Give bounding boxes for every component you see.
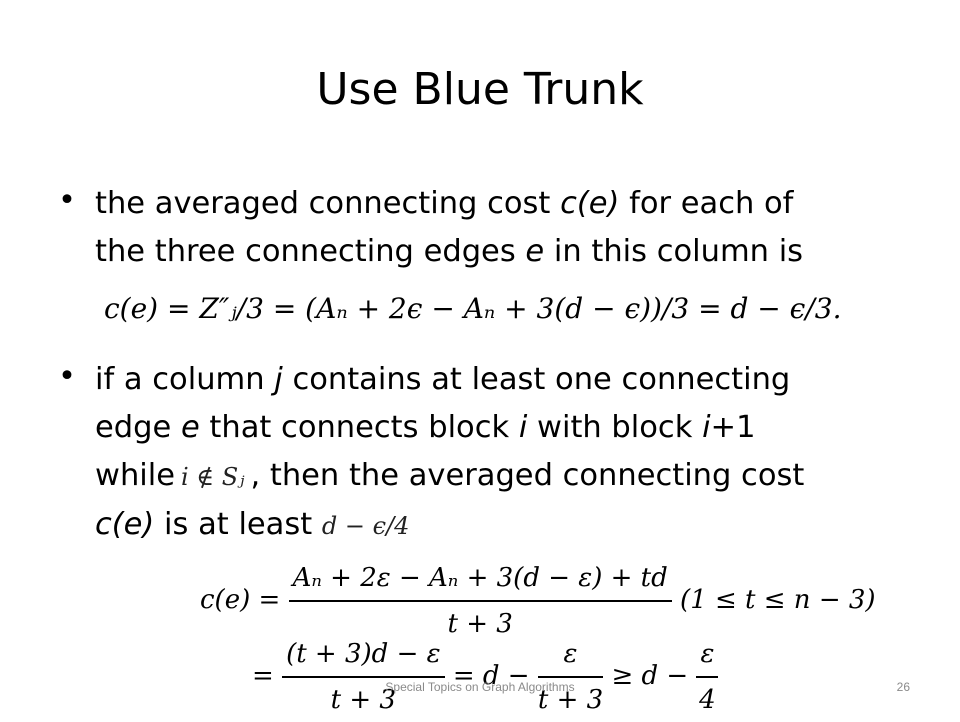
- italic-term: i: [702, 410, 711, 445]
- eq2-fraction: Aₙ + 2ε − Aₙ + 3(d − ε) + td t + 3: [288, 556, 672, 646]
- equation-3: = (t + 3)d − ε t + 3 = d − ε t + 3 ≥ d −…: [252, 632, 719, 722]
- italic-term: c(e): [560, 186, 620, 221]
- equation-1: c(e) = Z″ⱼ/3 = (Aₙ + 2ϵ − Aₙ + 3(d − ϵ))…: [104, 292, 842, 325]
- bullet-2-line-2: edge e that connects block i with block …: [95, 404, 915, 452]
- eq3-numerator-2: ε: [537, 632, 604, 678]
- bullet-2-line-1: if a column j contains at least one conn…: [95, 356, 915, 404]
- text-span: in this column is: [544, 234, 804, 269]
- text-span: for each of: [619, 186, 794, 221]
- eq3-fraction-1: (t + 3)d − ε t + 3: [282, 632, 445, 722]
- eq3-ge: ≥ d −: [611, 661, 689, 691]
- text-span: the three connecting edges: [95, 234, 526, 269]
- eq3-fraction-3: ε 4: [696, 632, 719, 722]
- text-span: +1: [710, 410, 756, 445]
- text-span: is at least: [154, 507, 322, 542]
- bullet-dot: •: [58, 359, 76, 394]
- slide-title: Use Blue Trunk: [316, 64, 644, 115]
- text-span: with block: [527, 410, 703, 445]
- bullet-dot: •: [58, 183, 76, 218]
- text-span: edge: [95, 410, 181, 445]
- text-span: , then the averaged connecting cost: [250, 458, 805, 493]
- eq3-middle: = d −: [452, 661, 530, 691]
- bullet-2-line-4: c(e) is at least d − ϵ/4: [95, 501, 915, 550]
- eq3-denominator-3: 4: [699, 685, 716, 715]
- eq2-numerator: Aₙ + 2ε − Aₙ + 3(d − ε) + td: [288, 556, 672, 602]
- footer-course-title: Special Topics on Graph Algorithms: [385, 680, 575, 694]
- eq3-numerator-1: (t + 3)d − ε: [282, 632, 445, 678]
- text-span: contains at least one connecting: [282, 362, 791, 397]
- bullet-2-text: if a column j contains at least one conn…: [95, 356, 915, 550]
- italic-term: j: [274, 362, 283, 397]
- eq2-lhs: c(e) =: [200, 585, 281, 615]
- eq3-denominator-2: t + 3: [537, 685, 604, 715]
- eq2-condition: (1 ≤ t ≤ n − 3): [680, 585, 876, 615]
- bullet-1-line-1: the averaged connecting cost c(e) for ea…: [95, 180, 915, 228]
- eq3-numerator-3: ε: [696, 632, 719, 678]
- bullet-1-line-2: the three connecting edges e in this col…: [95, 228, 915, 276]
- footer-page-number: 26: [896, 680, 910, 694]
- inline-math-bound: d − ϵ/4: [321, 512, 410, 540]
- bullet-1-text: the averaged connecting cost c(e) for ea…: [95, 180, 915, 276]
- italic-term: c(e): [95, 507, 155, 542]
- text-span: that connects block: [199, 410, 519, 445]
- text-span: while: [95, 458, 175, 493]
- text-span: if a column: [95, 362, 275, 397]
- inline-math-not-in-set: i ∉ Sⱼ: [181, 463, 245, 491]
- eq3-fraction-2: ε t + 3: [537, 632, 604, 722]
- text-span: the averaged connecting cost: [95, 186, 561, 221]
- eq3-equals: =: [252, 661, 274, 691]
- italic-term: e: [180, 410, 200, 445]
- eq2-denominator: t + 3: [447, 609, 513, 639]
- italic-term: i: [518, 410, 528, 445]
- equation-2: c(e) = Aₙ + 2ε − Aₙ + 3(d − ε) + td t + …: [200, 556, 876, 646]
- italic-term: e: [525, 234, 545, 269]
- eq3-denominator-1: t + 3: [330, 685, 396, 715]
